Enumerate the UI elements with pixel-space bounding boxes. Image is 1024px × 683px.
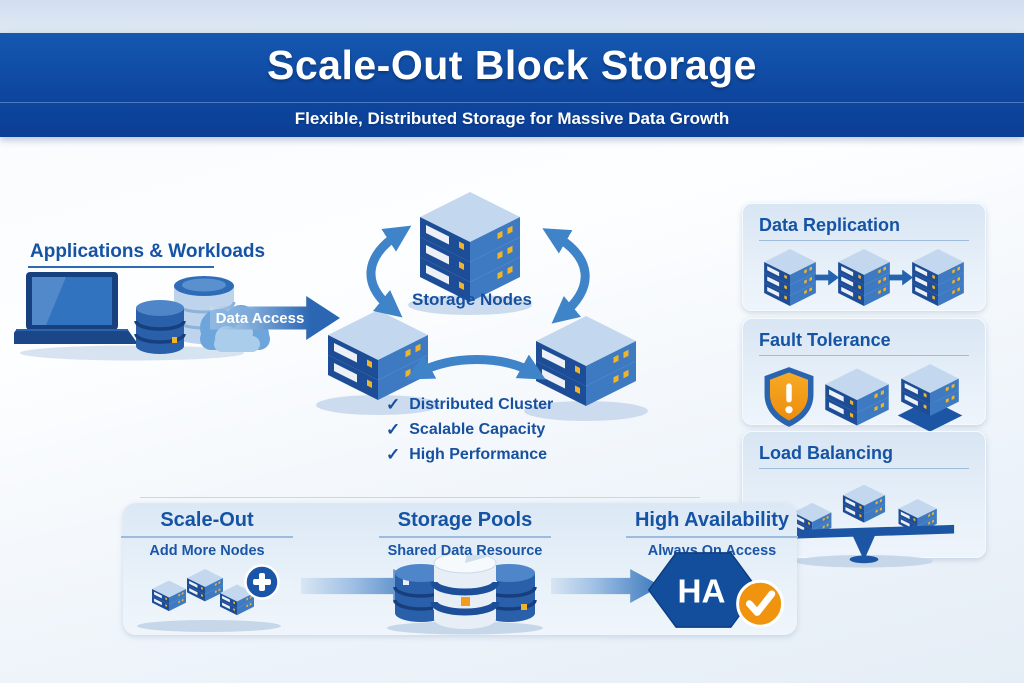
column-subtitle: Shared Data Resource bbox=[387, 543, 543, 559]
feature-item: ✓ Scalable Capacity bbox=[386, 417, 553, 442]
page-title: Scale-Out Block Storage bbox=[267, 42, 757, 88]
server-stack-icon bbox=[843, 485, 885, 523]
server-stack-icon bbox=[763, 248, 817, 307]
storage-nodes-label: Storage Nodes bbox=[412, 290, 532, 309]
shield-alert-icon bbox=[764, 367, 814, 427]
column-title: High Availability bbox=[634, 509, 790, 531]
banner-divider bbox=[0, 102, 1024, 103]
laptop-icon bbox=[14, 272, 138, 344]
header-banner: Scale-Out Block Storage Flexible, Distri… bbox=[0, 33, 1024, 137]
column-title: Storage Pools bbox=[397, 509, 533, 531]
card-title: Fault Tolerance bbox=[759, 330, 891, 350]
card-rule bbox=[759, 468, 969, 469]
check-icon: ✓ bbox=[386, 419, 401, 439]
card-load-balancing: Load Balancing bbox=[742, 431, 986, 568]
server-stack-icon bbox=[187, 569, 223, 601]
server-stack-icon bbox=[328, 310, 428, 400]
database-icon bbox=[134, 300, 186, 354]
column-rule bbox=[626, 536, 798, 538]
balance-scale-icon bbox=[759, 476, 969, 568]
divider-line bbox=[140, 497, 700, 498]
check-icon: ✓ bbox=[386, 394, 401, 414]
sync-arrow-icon bbox=[406, 354, 546, 380]
column-subtitle: Add More Nodes bbox=[149, 543, 265, 559]
server-stack-icon bbox=[897, 363, 963, 431]
storage-cluster-diagram bbox=[316, 183, 648, 421]
top-strip bbox=[0, 0, 1024, 33]
hexagon bbox=[647, 552, 760, 628]
server-stack-icon bbox=[911, 248, 965, 307]
shadow bbox=[408, 295, 532, 315]
database-icon bbox=[430, 555, 500, 629]
shadow bbox=[524, 401, 648, 421]
feature-item: ✓ High Performance bbox=[386, 442, 553, 467]
arrow-right-icon bbox=[815, 269, 839, 286]
column-rule bbox=[379, 536, 551, 538]
server-stack-icon bbox=[824, 367, 890, 427]
server-stack-icon bbox=[837, 248, 891, 307]
page-subtitle: Flexible, Distributed Storage for Massiv… bbox=[294, 109, 730, 128]
balance-scale-icon bbox=[773, 476, 955, 568]
column-rule bbox=[121, 536, 293, 538]
sync-arrow-icon bbox=[366, 225, 412, 318]
add-nodes-icon bbox=[137, 564, 281, 632]
feature-label: High Performance bbox=[409, 445, 548, 463]
feature-list: ✓ Distributed Cluster ✓ Scalable Capacit… bbox=[386, 392, 553, 467]
card-fault-tolerance: Fault Tolerance bbox=[742, 318, 986, 431]
feature-item: ✓ Distributed Cluster bbox=[386, 392, 553, 417]
bottom-process-panel: Scale-Out Add More Nodes Storage Pools S… bbox=[121, 503, 798, 635]
sync-arrow-icon bbox=[542, 228, 590, 324]
check-icon bbox=[736, 579, 785, 628]
server-stack-icon bbox=[152, 581, 186, 612]
card-rule bbox=[759, 240, 969, 241]
column-title: Scale-Out bbox=[160, 509, 254, 531]
arrow-right-icon bbox=[889, 269, 913, 286]
shadow bbox=[316, 395, 440, 415]
feature-label: Scalable Capacity bbox=[409, 420, 546, 438]
plus-badge-icon bbox=[244, 564, 280, 600]
data-access-arrow-label: Data Access bbox=[215, 309, 305, 327]
check-icon: ✓ bbox=[386, 444, 401, 464]
server-stack-icon bbox=[420, 192, 520, 302]
storage-pool-icon bbox=[387, 555, 543, 635]
card-title: Data Replication bbox=[759, 215, 901, 235]
ha-badge-icon: HA bbox=[647, 552, 785, 628]
card-rule bbox=[759, 355, 969, 356]
card-title: Load Balancing bbox=[759, 443, 894, 463]
apps-heading-underline bbox=[28, 266, 214, 268]
ha-badge-label: HA bbox=[678, 574, 726, 611]
apps-section-heading: Applications & Workloads bbox=[30, 241, 266, 262]
card-data-replication: Data Replication bbox=[742, 203, 986, 311]
fault-tolerance-icon bbox=[759, 363, 969, 431]
shadow bbox=[20, 345, 244, 361]
replication-flow-icon bbox=[759, 248, 969, 307]
feature-label: Distributed Cluster bbox=[409, 395, 554, 413]
